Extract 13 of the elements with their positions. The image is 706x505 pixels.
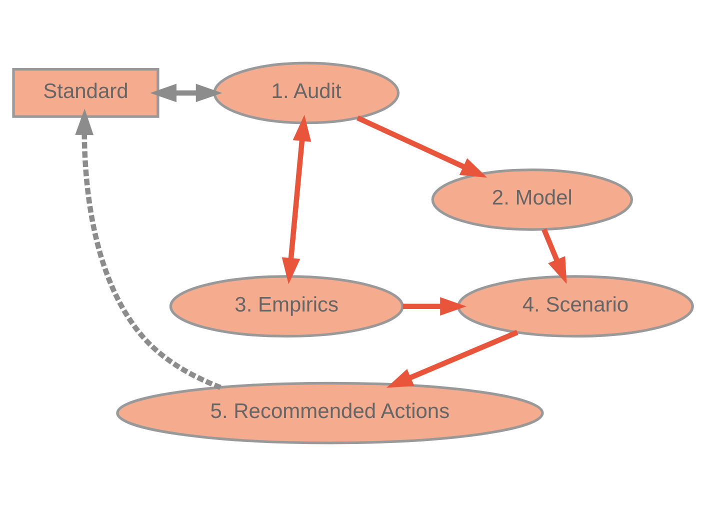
arrow <box>402 296 466 316</box>
node-ellipse: 4. Scenario <box>457 274 694 338</box>
node-ellipse: 1. Audit <box>213 61 400 124</box>
node-ellipse: 5. Recommended Actions <box>116 381 544 444</box>
arrow <box>150 83 222 102</box>
arrow <box>282 114 312 284</box>
arrow <box>356 115 488 178</box>
node-box: Standard <box>12 68 160 118</box>
arrow <box>542 228 567 284</box>
node-ellipse: 2. Model <box>431 168 634 230</box>
arrow <box>386 329 518 388</box>
node-ellipse: 3. Empirics <box>169 274 404 338</box>
arrow <box>75 108 222 390</box>
